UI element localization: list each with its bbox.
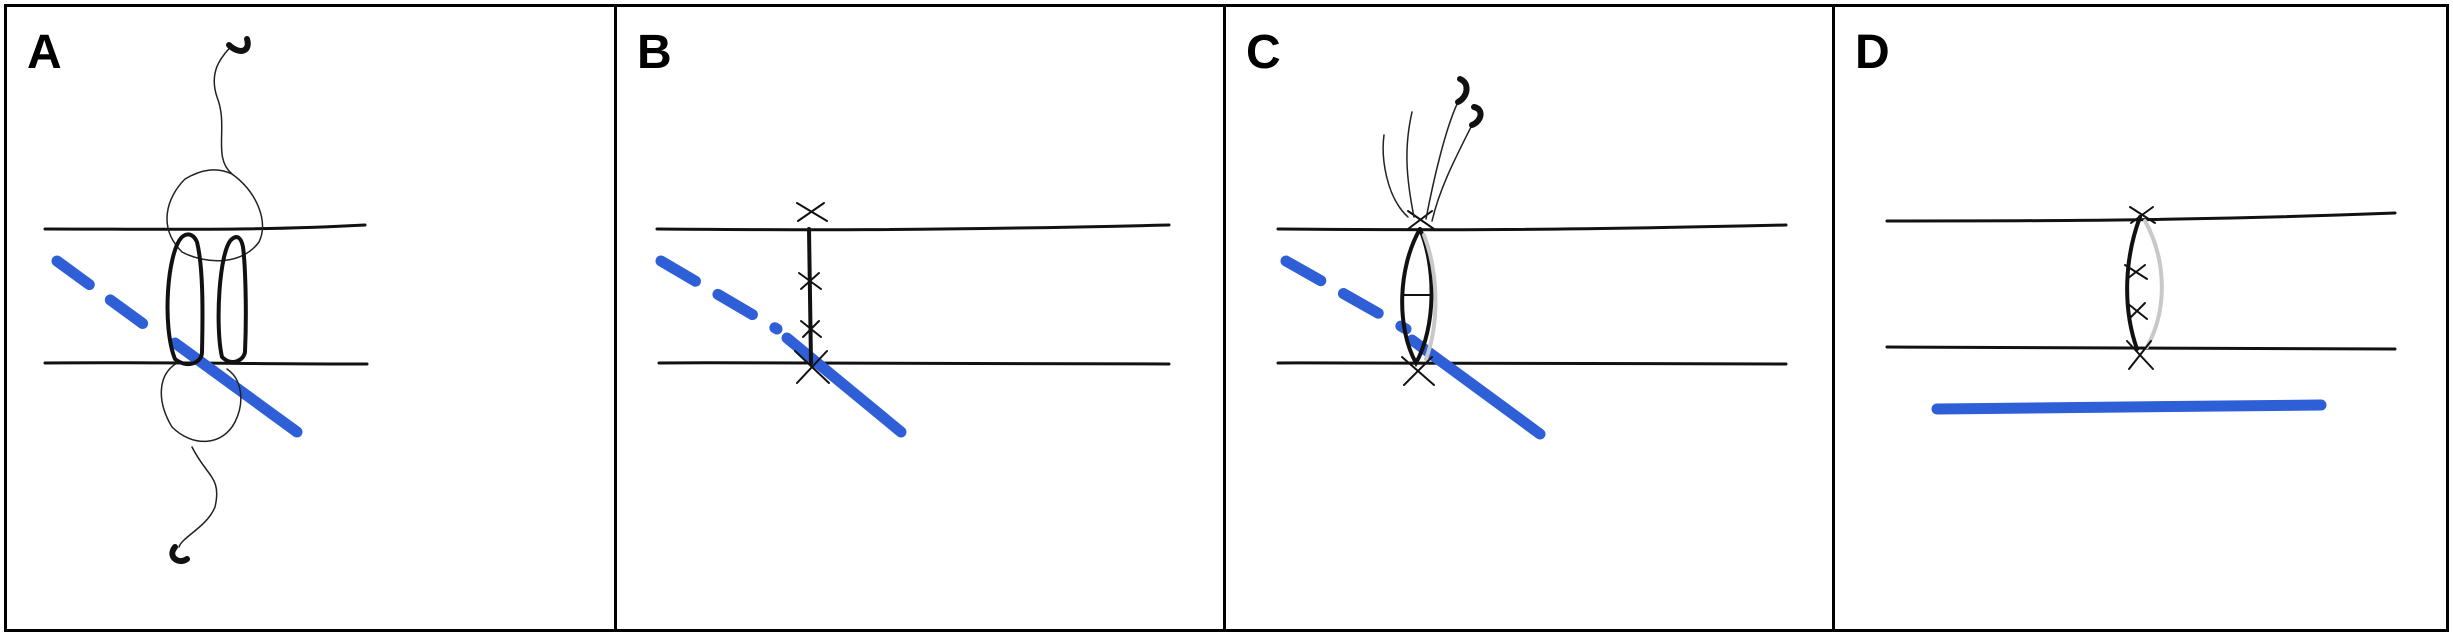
suture-thread — [1382, 134, 1409, 218]
panel-d-drawing — [1885, 206, 2397, 415]
stitch-knot — [800, 320, 822, 338]
panel-c-drawing — [1276, 76, 1788, 440]
vessel-lower-wall — [657, 361, 1171, 366]
nerve — [1406, 334, 1546, 440]
stitch-knot — [1401, 356, 1435, 386]
panel-b-drawing — [655, 202, 1171, 438]
stitch-knot — [2126, 302, 2148, 320]
stitch-knot — [2124, 264, 2148, 280]
vessel-upper-wall — [1276, 223, 1788, 232]
panel-label: D — [1855, 26, 1890, 79]
stitch-knot — [794, 350, 830, 384]
panel-b: B — [614, 4, 1226, 632]
needle-icon — [1469, 104, 1484, 128]
nerve — [169, 337, 303, 438]
suture-thread — [1431, 124, 1473, 222]
suture-thread — [1406, 111, 1415, 218]
suture-repaired-ghost — [2143, 219, 2164, 349]
nerve-dashed — [1280, 255, 1412, 335]
suture-lens — [1400, 227, 1434, 368]
suture-line — [807, 227, 813, 365]
suture-thread-upper — [166, 169, 264, 262]
panel-a: A — [4, 4, 617, 632]
nerve-repositioned — [1931, 399, 2327, 415]
suture-thread-lower — [160, 362, 242, 443]
stitch-knot — [1407, 210, 1435, 230]
needle-icon — [1455, 76, 1470, 105]
needle-icon — [226, 36, 251, 54]
stitch-knot — [2126, 340, 2154, 370]
vessel-upper-wall — [655, 223, 1171, 232]
nerve-dashed — [655, 255, 783, 335]
stitch-knot — [2129, 206, 2156, 224]
panel-label: B — [637, 26, 672, 79]
stitch-knot — [796, 202, 828, 222]
suture-thread-tail-lower — [178, 446, 218, 548]
vessel-upper-wall — [43, 223, 367, 231]
suture-loop-right — [216, 235, 248, 364]
panel-label: C — [1246, 26, 1281, 79]
nerve-dashed — [51, 255, 163, 340]
suture-thread — [1425, 101, 1459, 220]
vessel-lower-wall — [1276, 361, 1788, 366]
suture-loop-left — [165, 232, 205, 367]
suture-thread-tail-upper — [213, 44, 233, 175]
needle-icon — [169, 544, 190, 565]
vessel-upper-wall — [1885, 211, 2397, 223]
suture-repaired — [2125, 215, 2142, 351]
stitch-knot — [798, 272, 822, 290]
panel-label: A — [27, 26, 62, 79]
panel-a-drawing — [43, 36, 369, 565]
vessel-lower-wall — [1885, 345, 2397, 351]
nerve — [781, 332, 907, 438]
suture-lens-ghost — [1422, 233, 1438, 361]
panel-d: D — [1832, 4, 2449, 632]
panel-c: C — [1223, 4, 1835, 632]
